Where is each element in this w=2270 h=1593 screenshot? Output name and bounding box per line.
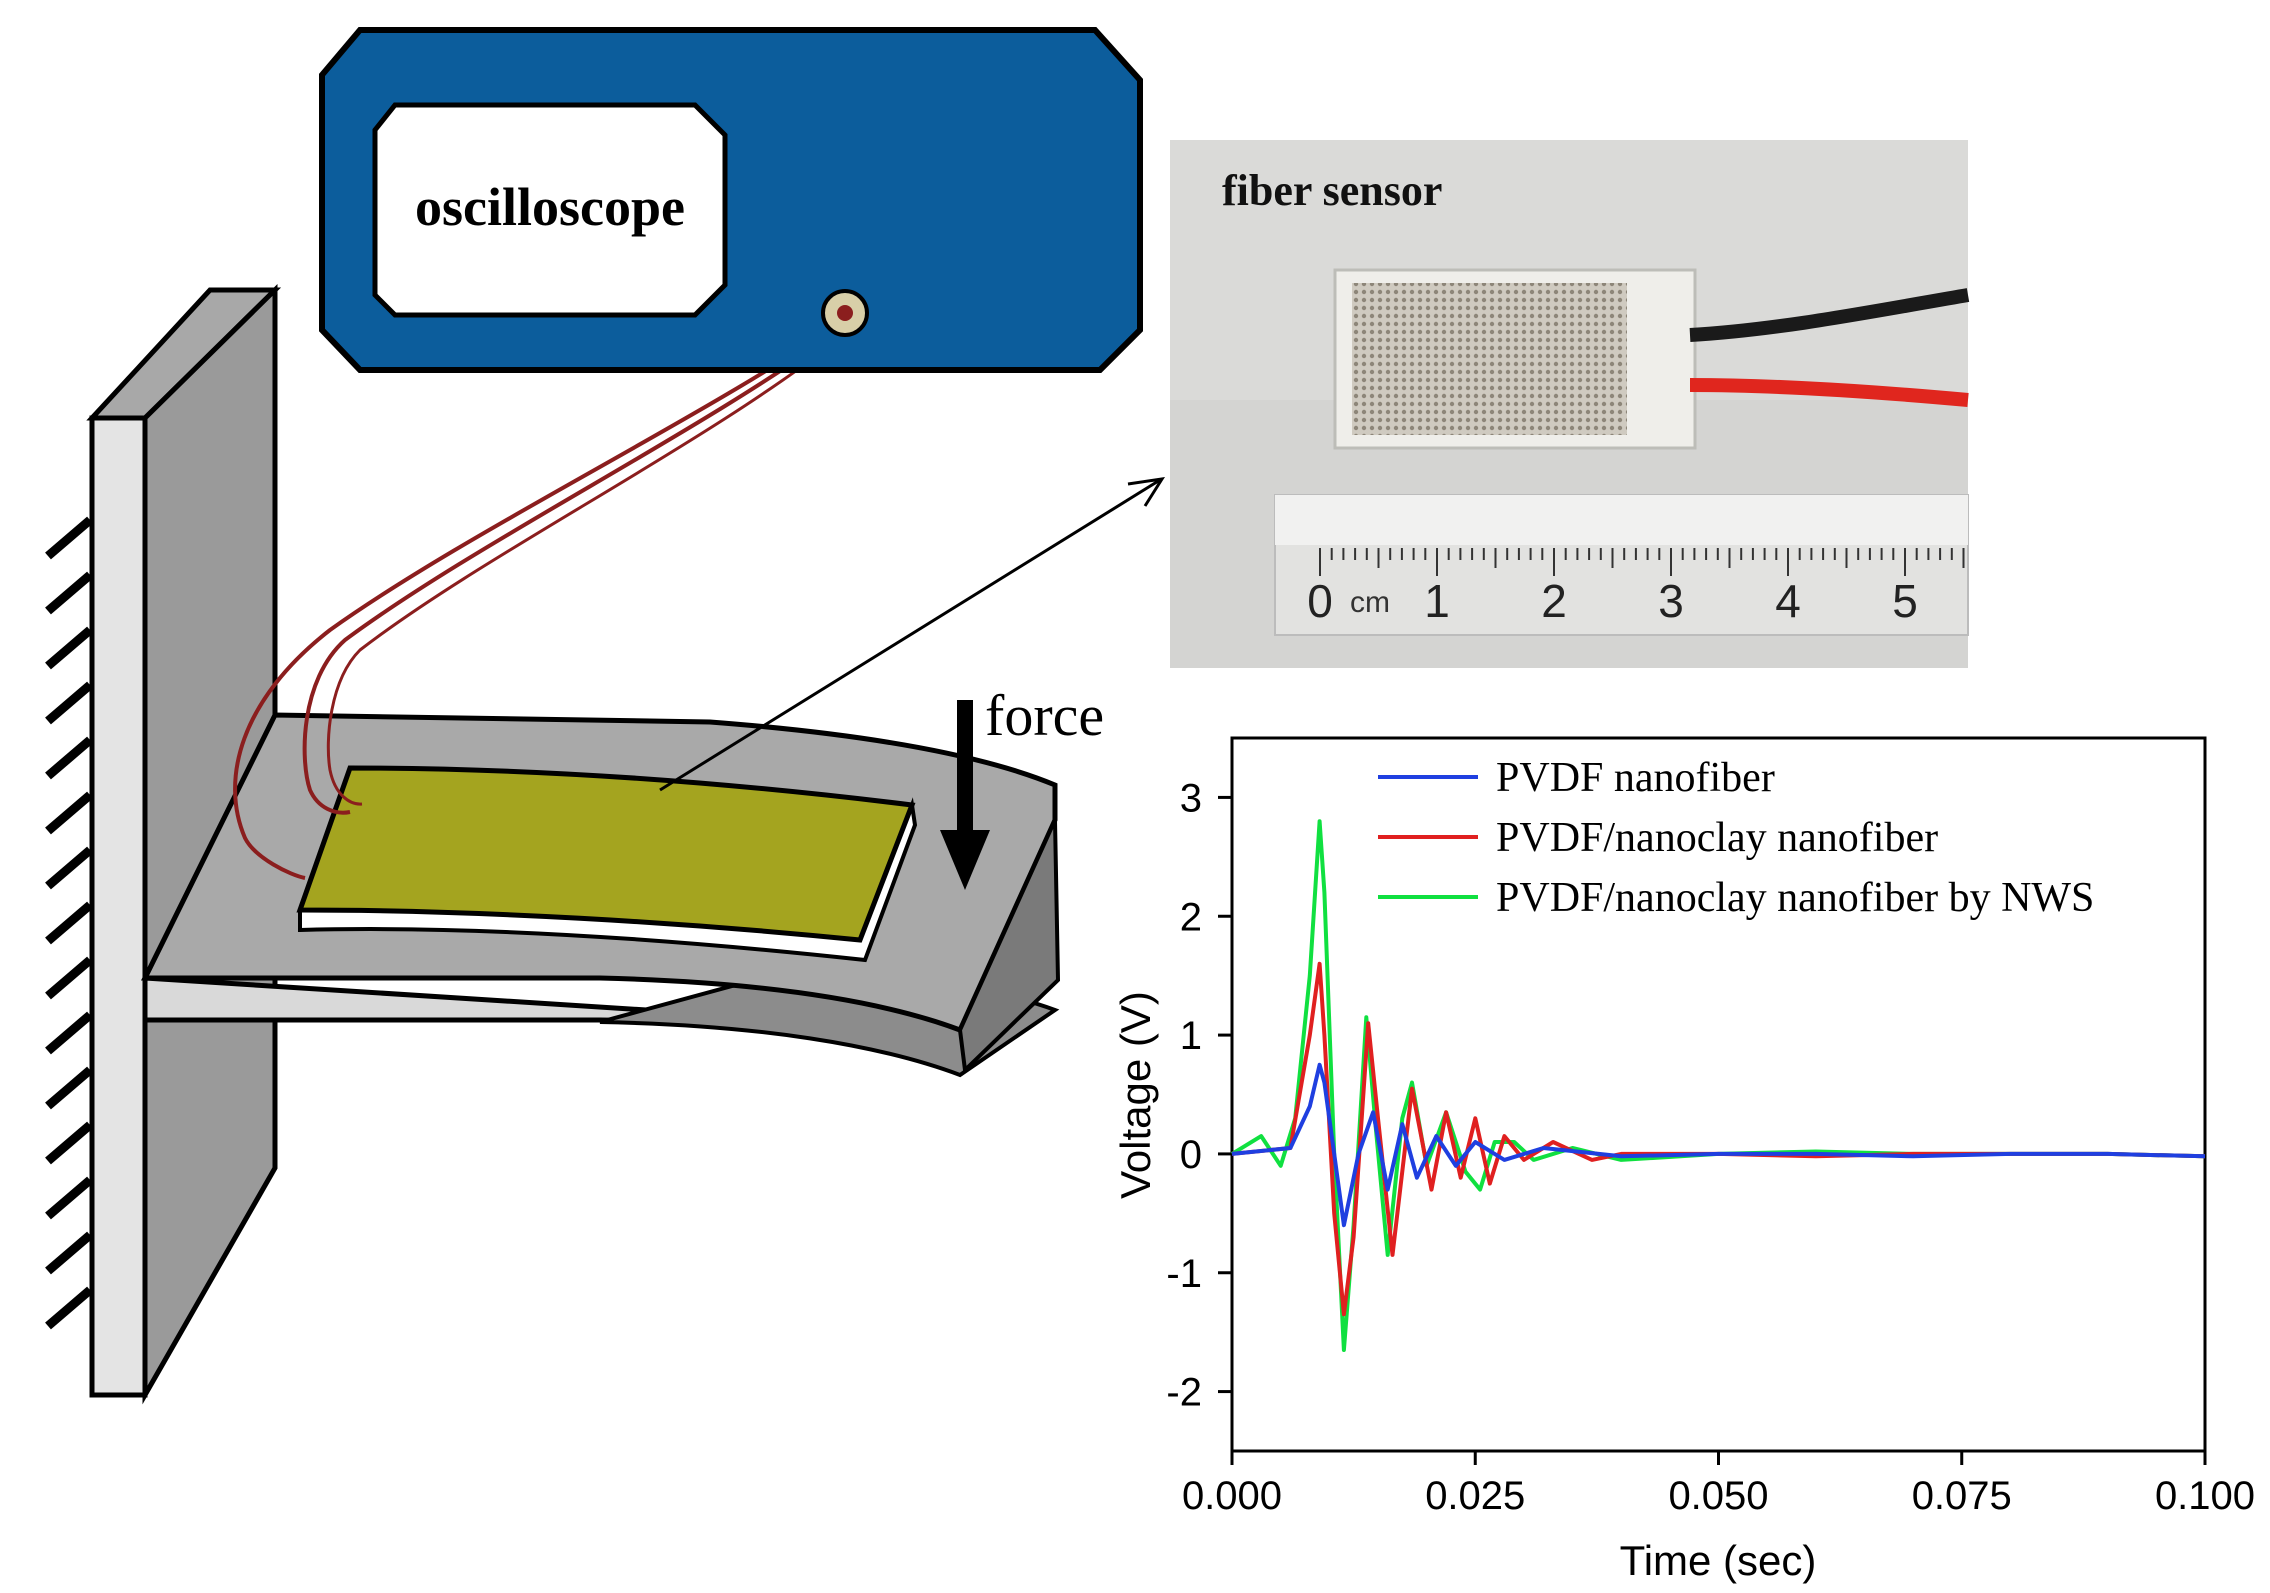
series-line-1 xyxy=(1231,1062,2206,1228)
x-tick-label: 0.000 xyxy=(1182,1474,1282,1518)
wall-mount xyxy=(45,284,282,1405)
ruler-number: 3 xyxy=(1658,575,1684,627)
photo-sensor-electrode xyxy=(1352,283,1627,435)
y-tick-label: 0 xyxy=(1180,1133,1202,1177)
voltage-chart: 0.000 0.025 0.050 0.075 0.100 -2 -1 0 1 2 3 PVDF … xyxy=(1112,736,2255,1584)
ruler-number: 0 xyxy=(1307,575,1333,627)
legend-label: PVDF nanofiber xyxy=(1496,755,1775,801)
cable xyxy=(233,318,851,880)
ruler-number: 4 xyxy=(1775,575,1801,627)
x-tick-label: 0.050 xyxy=(1668,1474,1768,1518)
oscilloscope-screen xyxy=(372,102,728,318)
sensor-film xyxy=(296,765,918,963)
oscilloscope-label: oscilloscope xyxy=(415,177,685,237)
chart-series-lines xyxy=(1230,819,2206,1352)
y-tick-label: 2 xyxy=(1180,895,1202,939)
sensor-film-top xyxy=(296,765,916,943)
oscilloscope: oscilloscope xyxy=(319,27,1143,373)
beam-edge-highlight xyxy=(957,819,1061,1075)
ruler-number: 1 xyxy=(1424,575,1450,627)
chart-plot-frame xyxy=(1230,736,2207,1453)
y-tick-label: -2 xyxy=(1166,1371,1202,1415)
force-label: force xyxy=(985,683,1104,748)
fiber-sensor-photo: fiber sensor 0 1 2 3 4 5 cm xyxy=(1170,140,1970,668)
x-tick-label: 0.025 xyxy=(1425,1474,1525,1518)
ruler-number: 2 xyxy=(1541,575,1567,627)
ruler-number: 5 xyxy=(1892,575,1918,627)
photo-wire-black xyxy=(1689,288,1970,342)
y-tick-label: 3 xyxy=(1180,776,1202,820)
y-tick-label: -1 xyxy=(1166,1252,1202,1296)
x-tick-label: 0.075 xyxy=(1912,1474,2012,1518)
photo-wire-red xyxy=(1689,378,1969,407)
clamp-plate-front xyxy=(89,415,148,1398)
force-indicator: force xyxy=(940,683,1104,890)
ruler-unit-label: cm xyxy=(1350,586,1390,619)
legend-label: PVDF/nanoclay nanofiber by NWS xyxy=(1496,875,2094,921)
ruler-labels: 0 1 2 3 4 5 xyxy=(1307,575,1918,627)
legend-label: PVDF/nanoclay nanofiber xyxy=(1496,815,1938,861)
ruler-tick-marks xyxy=(1319,548,1965,576)
photo-label: fiber sensor xyxy=(1222,166,1442,215)
x-tick-label: 0.100 xyxy=(2155,1474,2255,1518)
wall-hatching xyxy=(45,516,93,1330)
pointer-line xyxy=(659,477,1166,792)
y-tick-label: 1 xyxy=(1180,1014,1202,1058)
y-axis-ticks: -2 -1 0 1 2 3 xyxy=(1166,776,1232,1415)
y-axis-label: Voltage (V) xyxy=(1112,991,1159,1199)
x-axis-ticks: 0.000 0.025 0.050 0.075 0.100 xyxy=(1182,1451,2255,1518)
x-axis-label: Time (sec) xyxy=(1620,1537,1817,1584)
